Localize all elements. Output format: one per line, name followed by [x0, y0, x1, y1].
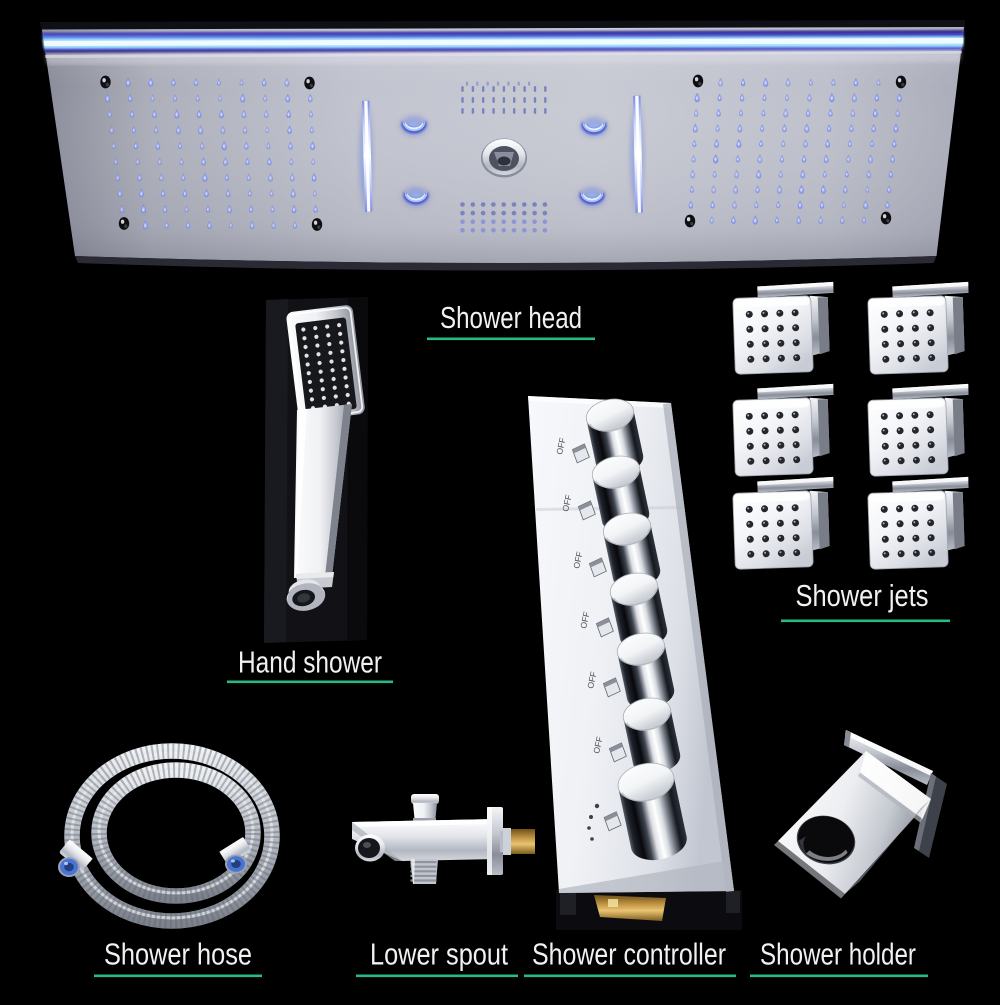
svg-text:Shower holder: Shower holder — [760, 937, 916, 972]
svg-text:OFF: OFF — [554, 437, 567, 456]
svg-text:Shower jets: Shower jets — [796, 578, 929, 613]
svg-text:OFF: OFF — [591, 736, 604, 755]
svg-text:OFF: OFF — [571, 551, 584, 570]
svg-text:Shower controller: Shower controller — [532, 937, 726, 972]
svg-text:Hand shower: Hand shower — [238, 645, 382, 680]
svg-text:Shower hose: Shower hose — [104, 937, 252, 972]
svg-text:Lower spout: Lower spout — [370, 937, 508, 972]
svg-text:Shower head: Shower head — [440, 300, 582, 335]
svg-text:OFF: OFF — [560, 494, 573, 513]
svg-text:OFF: OFF — [578, 611, 591, 630]
svg-text:OFF: OFF — [585, 671, 598, 690]
